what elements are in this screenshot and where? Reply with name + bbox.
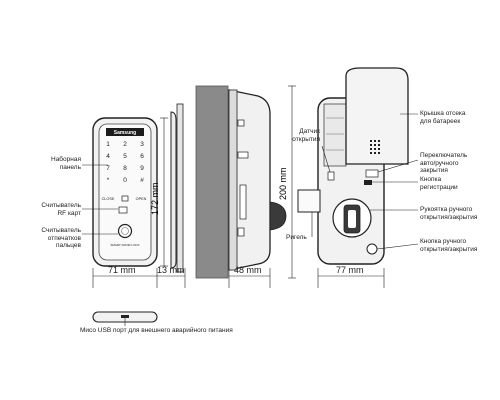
label-manual-button: Кнопка ручного открытия/закрытия (420, 238, 478, 253)
inner-callouts (311, 113, 419, 250)
dim-71-text: 71 mm (108, 265, 136, 275)
door-edge (176, 103, 184, 273)
front-side-edge (170, 103, 184, 273)
keypad-key: 3 (140, 141, 144, 148)
open-key-label: OPEN (136, 197, 147, 201)
callout-open-sensor (321, 145, 331, 173)
side-slot-2 (237, 151, 249, 159)
vent-dot (374, 148, 376, 150)
manual-handle-slot (348, 210, 356, 228)
brand-logo-bar (106, 128, 144, 136)
keypad-key: 8 (123, 165, 127, 172)
fingerprint-icon (121, 227, 129, 235)
rf-card-icon (118, 206, 128, 214)
label-micro-usb: Мисо USB порт для внешнего аварийного пи… (80, 327, 233, 334)
dim-77-text: 77 mm (336, 265, 364, 275)
label-auto-manual-switch: Переключатель авто/ручного закрытия (420, 152, 468, 174)
brand-logo: Samsung (114, 130, 137, 136)
door-slab-shade (195, 85, 229, 279)
keypad-keys: 1 2 3 4 5 6 7 8 9 * 0 # (106, 141, 144, 184)
close-key-label: CLOSE (102, 197, 115, 201)
side-slot-4 (237, 227, 245, 237)
side-edge-outline (170, 111, 177, 269)
inner-battery-compartment (323, 103, 347, 167)
side-slot-1 (237, 119, 245, 127)
front-keypad-unit: Samsung 1 2 3 4 5 6 7 8 9 * 0 # CLOSE OPEN SMART DO… (92, 117, 158, 267)
label-lever: Ригель (286, 234, 307, 241)
keypad-key: 0 (123, 177, 127, 184)
vent-dot (378, 144, 380, 146)
sensor-tab (327, 171, 335, 181)
vent-dot (370, 152, 372, 154)
inner-side-plate (228, 89, 238, 271)
keypad-key: 4 (106, 153, 110, 160)
keypad-key: 2 (123, 141, 127, 148)
side-knob (269, 201, 287, 231)
vent-dot (374, 140, 376, 142)
vent-dot (378, 152, 380, 154)
side-slot-3 (239, 184, 247, 220)
callout-auto-switch (377, 159, 419, 173)
bottom-dimensions (92, 268, 385, 288)
vent-dot (374, 144, 376, 146)
keypad-key: 7 (106, 165, 110, 172)
vent-dot (370, 140, 372, 142)
inner-side-view (228, 89, 287, 271)
height-200-dimension (288, 85, 296, 279)
label-manual-handle: Рукоятка ручного открытия/закрытия (420, 206, 478, 221)
keypad-panel (98, 123, 152, 261)
manual-open-button (366, 243, 378, 255)
keypad-key: * (107, 177, 110, 184)
keypad-key: 5 (123, 153, 127, 160)
door-slab (196, 86, 228, 278)
keypad-key: 6 (140, 153, 144, 160)
dim-48-text: 48 mm (234, 265, 262, 275)
lever-bolt (297, 189, 321, 213)
keypad-key: # (140, 177, 144, 184)
close-open-icon (121, 195, 129, 202)
label-register-button: Кнопка регистрации (420, 176, 458, 191)
battery-cover-vent (370, 140, 380, 154)
keypad-key: 9 (140, 165, 144, 172)
inner-side-body (228, 89, 271, 271)
vent-dot (370, 144, 372, 146)
keypad-key: 1 (106, 141, 110, 148)
battery-cover (345, 67, 409, 165)
micro-usb-port (121, 315, 129, 318)
vent-dot (374, 152, 376, 154)
register-button (364, 180, 372, 185)
door-section (195, 85, 229, 279)
label-fingerprint-reader: Считыватель отпечатков пальцев (41, 227, 81, 249)
smart-lock-text: SMART DOOR LOCK (110, 243, 139, 247)
label-rf-reader: Считыватель RF карт (41, 202, 81, 217)
vent-dot (378, 140, 380, 142)
callout-manual-button (376, 243, 419, 250)
height-172-dimension (160, 117, 168, 267)
fingerprint-sensor (117, 223, 133, 239)
label-keypad-panel: Наборная панель (51, 156, 81, 171)
vent-dot (370, 148, 372, 150)
bottom-view-unit (92, 311, 158, 326)
label-battery-cover: Крышка отсека для батареек (420, 110, 466, 125)
dim-200-text: 200 mm (278, 167, 288, 200)
label-open-sensor: Датчик открытия (292, 128, 320, 143)
front-callouts (82, 164, 118, 235)
dim-13-text: 13 mm (157, 265, 185, 275)
vent-dot (378, 148, 380, 150)
inner-back-unit (297, 67, 409, 265)
auto-manual-switch (365, 169, 379, 178)
dim-172-text: 172 mm (150, 182, 160, 215)
